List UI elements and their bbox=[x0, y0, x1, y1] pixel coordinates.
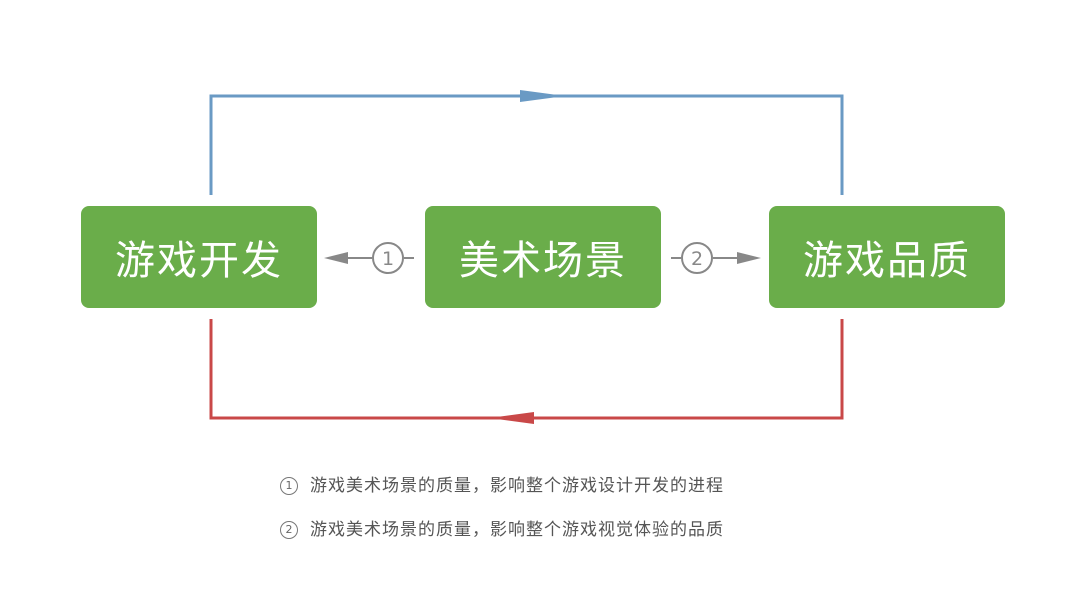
node-game-quality-label: 游戏品质 bbox=[803, 238, 971, 284]
node-art-scene-label: 美术场景 bbox=[459, 238, 627, 284]
top-loop-arrow bbox=[520, 90, 565, 102]
note-1-number: 1 bbox=[280, 477, 298, 495]
note-1: 1 游戏美术场景的质量，影响整个游戏设计开发的进程 bbox=[280, 471, 724, 496]
connector-1-circle bbox=[372, 242, 404, 274]
connector-2-arrow bbox=[737, 252, 761, 264]
bottom-loop-arrow bbox=[489, 412, 534, 424]
connector-1-label: 1 bbox=[382, 248, 394, 270]
node-game-development-label: 游戏开发 bbox=[115, 238, 283, 284]
connector-1-arrow bbox=[324, 252, 348, 264]
note-2: 2 游戏美术场景的质量，影响整个游戏视觉体验的品质 bbox=[280, 515, 724, 540]
note-2-number: 2 bbox=[280, 521, 298, 539]
note-1-text: 游戏美术场景的质量，影响整个游戏设计开发的进程 bbox=[310, 476, 724, 496]
connector-2-circle bbox=[681, 242, 713, 274]
node-game-development: 游戏开发 bbox=[81, 206, 317, 308]
bottom-loop-line bbox=[209, 319, 844, 420]
note-2-text: 游戏美术场景的质量，影响整个游戏视觉体验的品质 bbox=[310, 520, 724, 540]
connector-2-label: 2 bbox=[691, 248, 703, 270]
top-loop-line bbox=[209, 94, 844, 195]
node-art-scene: 美术场景 bbox=[425, 206, 661, 308]
node-game-quality: 游戏品质 bbox=[769, 206, 1005, 308]
